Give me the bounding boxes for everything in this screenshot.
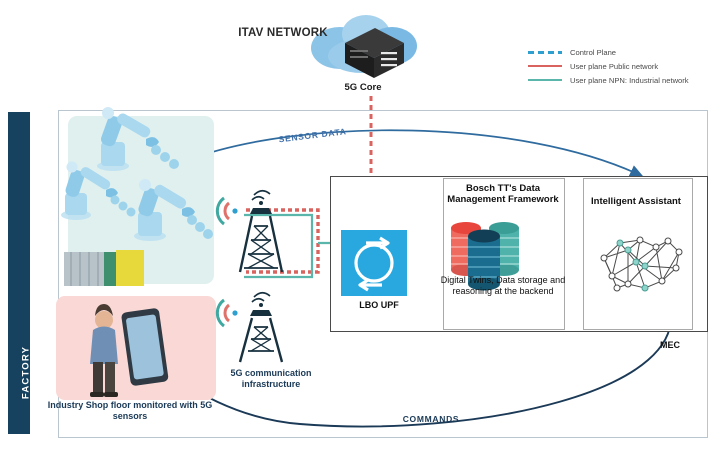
5g-tower-icon: [238, 291, 284, 363]
public-plane-swatch-icon: [528, 60, 562, 72]
infrastructure-caption: 5G communication infrastructure: [230, 368, 312, 389]
legend-label: User plane Public network: [570, 61, 659, 71]
legend-item-npn-network: User plane NPN: Industrial network: [528, 74, 718, 86]
wifi-signal-icon: [215, 298, 238, 328]
lbo-upf-label: LBO UPF: [359, 300, 399, 310]
robot-arms-icon: [61, 107, 213, 286]
factory-side-bar: FACTORY: [8, 112, 32, 434]
sensor-data-arrow: [187, 129, 644, 177]
wifi-signal-icon: [215, 196, 238, 226]
machine-block-icon: [64, 250, 144, 286]
server-cube-icon: [345, 28, 404, 78]
worker-tablet-icon: [90, 304, 169, 397]
bosch-framework-subtitle: Digital Twins, Data storage and reasonin…: [440, 275, 566, 296]
legend-item-control-plane: Control Plane: [528, 46, 718, 58]
intelligent-assistant-title: Intelligent Assistant: [591, 196, 681, 207]
legend: Control Plane User plane Public network …: [528, 46, 718, 88]
database-stack-icon: [451, 222, 519, 291]
bosch-framework-title: Bosch TT's Data Management Framework: [447, 183, 559, 206]
legend-item-public-network: User plane Public network: [528, 60, 718, 72]
npn-plane-swatch-icon: [528, 74, 562, 86]
commands-label: COMMANDS: [402, 414, 460, 424]
shopfloor-caption: Industry Shop floor monitored with 5G se…: [47, 400, 213, 421]
5g-core-label: 5G Core: [344, 82, 382, 93]
commands-arrow: [174, 299, 672, 428]
itav-network-title: ITAV NETWORK: [238, 27, 328, 39]
legend-label: User plane NPN: Industrial network: [570, 75, 689, 85]
neural-network-icon: [600, 236, 683, 292]
control-plane-swatch-icon: [528, 46, 562, 58]
upf-loop-icon: [354, 236, 394, 292]
5g-tower-icon: [238, 189, 284, 273]
intelligent-assistant-box: [583, 178, 693, 330]
npn-plane-route: [244, 213, 314, 279]
mec-label: MEC: [660, 340, 680, 350]
legend-label: Control Plane: [570, 47, 617, 57]
